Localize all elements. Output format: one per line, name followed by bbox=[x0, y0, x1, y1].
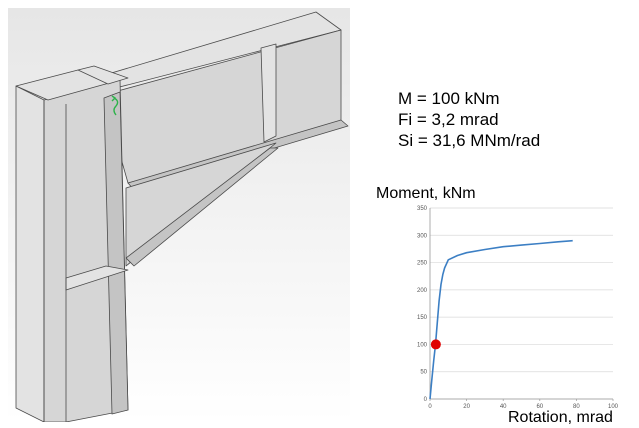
x-tick-label: 100 bbox=[608, 404, 619, 410]
beam-stiffener bbox=[260, 43, 277, 143]
moment-rotation-curve bbox=[429, 239, 573, 400]
moment-rotation-chart: 0 50 100 150 200 250 300 350 0 20 40 60 80 100 bbox=[417, 206, 619, 410]
y-tick-label: 0 bbox=[424, 397, 428, 403]
beam bbox=[87, 11, 349, 267]
column-right-flange bbox=[103, 91, 129, 415]
rotation-value: Fi = 3,2 mrad bbox=[398, 110, 499, 129]
results-summary: M = 100 kNm Fi = 3,2 mrad Si = 31,6 MNm/… bbox=[398, 88, 540, 151]
y-tick-label: 50 bbox=[420, 370, 427, 376]
y-tick-label: 300 bbox=[417, 233, 428, 239]
moment-value: M = 100 kNm bbox=[398, 89, 500, 108]
x-tick-label: 20 bbox=[463, 404, 470, 410]
x-tick-label: 40 bbox=[500, 404, 507, 410]
end-plate bbox=[77, 65, 129, 85]
x-tick-label: 60 bbox=[536, 404, 543, 410]
y-tick-label: 100 bbox=[417, 342, 428, 348]
x-tick-label: 80 bbox=[573, 404, 580, 410]
haunch-flange bbox=[125, 147, 279, 267]
stiffness-value: Si = 31,6 MNm/rad bbox=[398, 131, 541, 150]
y-tick-label: 200 bbox=[417, 288, 428, 294]
x-tick-label: 0 bbox=[428, 404, 432, 410]
y-tick-label: 250 bbox=[417, 261, 428, 267]
chart-y-axis-label: Moment, kNm bbox=[376, 185, 476, 202]
design-point-marker bbox=[430, 339, 441, 350]
chart-x-axis-label: Rotation, mrad bbox=[508, 409, 613, 426]
y-tick-label: 150 bbox=[417, 315, 428, 321]
column-left-flange bbox=[15, 85, 45, 422]
connection-3d-model bbox=[8, 8, 350, 422]
y-tick-label: 350 bbox=[417, 206, 428, 212]
node-marker-icon bbox=[111, 95, 119, 116]
column bbox=[15, 65, 129, 422]
